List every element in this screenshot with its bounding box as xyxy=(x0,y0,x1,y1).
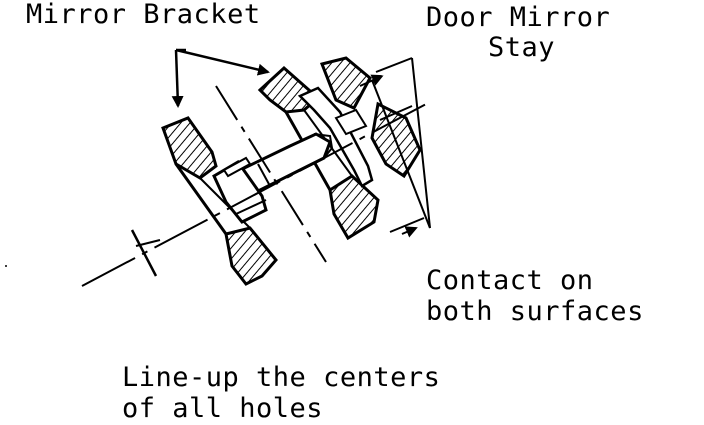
bolt xyxy=(212,132,334,224)
contact-dimension xyxy=(359,57,431,238)
mirror-bracket-part xyxy=(161,116,278,286)
door-mirror-stay-part xyxy=(257,56,422,241)
lineup-label-line1: Line-up the centers xyxy=(122,362,441,393)
speck xyxy=(5,265,7,267)
door-mirror-label-line2: Stay xyxy=(488,32,556,63)
door-mirror-label-line1: Door Mirror xyxy=(426,2,611,33)
alignment-mark xyxy=(130,229,161,277)
bracket-leaders xyxy=(171,48,270,108)
center-line xyxy=(81,85,431,287)
contact-label-line1: Contact on xyxy=(426,265,594,296)
lineup-label-line2: of all holes xyxy=(122,393,324,424)
contact-label-line2: both surfaces xyxy=(426,296,644,327)
stay-plate xyxy=(297,86,374,188)
mirror-bracket-label: Mirror Bracket xyxy=(26,0,261,30)
